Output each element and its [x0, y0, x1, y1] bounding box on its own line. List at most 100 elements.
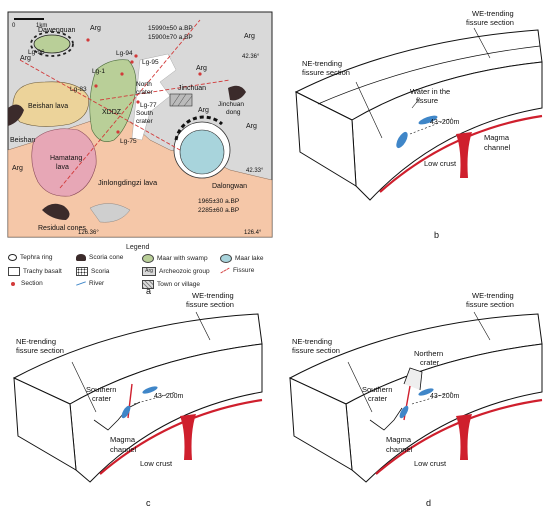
svg-text:Arg: Arg [246, 123, 257, 130]
svg-text:Arg: Arg [20, 55, 31, 62]
dalongwan-maar [173, 115, 231, 179]
section-point-icon [11, 281, 15, 286]
label-dawenquan: Dawenquan [38, 27, 75, 34]
label-lon-right: 126.4° [244, 230, 262, 236]
maar-lake-icon [220, 254, 232, 263]
svg-text:0: 0 [12, 23, 16, 29]
panel-b-magma-channel [456, 132, 472, 178]
legend-fissure: Fissure [220, 267, 254, 274]
scoria-cone-jinchuan [228, 85, 246, 101]
panel-c-block-side [13, 377, 77, 471]
panel-d-south-crater [369, 407, 403, 431]
label-lat-top: 42.36° [242, 54, 260, 60]
svg-text:43~200m: 43~200m [430, 119, 460, 126]
panel-b-block-side [295, 91, 357, 187]
scoria-icon [76, 267, 88, 276]
label-jinchuan: Jinchuan [178, 85, 206, 92]
legend-trachy-basalt: Trachy basalt [8, 267, 62, 276]
svg-text:fissure section: fissure section [466, 300, 514, 309]
svg-text:fissure section: fissure section [466, 18, 514, 27]
label-residual-cones: Residual cones [38, 225, 86, 232]
svg-text:crater: crater [368, 394, 388, 403]
scoria-cone-beishan [8, 104, 24, 126]
label-lat-mid: 42.33° [246, 168, 264, 174]
legend-title: Legend [126, 244, 150, 251]
legend-scoria-cone: Scoria cone [76, 254, 123, 261]
label-beishan-lava: Beishan lava [28, 103, 68, 110]
svg-text:channel: channel [386, 445, 413, 454]
panel-letter-d: d [426, 498, 431, 508]
label-lg1: Lg-1 [92, 68, 105, 75]
svg-text:WE-trending: WE-trending [472, 9, 514, 18]
label-south-crater-1: South [136, 110, 153, 117]
panel-letter-c: c [146, 498, 151, 508]
fissure-lines [19, 19, 231, 189]
svg-text:Low crust: Low crust [140, 459, 173, 468]
label-north-crater-1: North [136, 81, 152, 88]
panel-c-section: NE-trending fissure section WE-trending … [12, 291, 263, 483]
label-beishan: Beishan [10, 137, 35, 144]
panel-d-magma-channel [456, 414, 472, 460]
svg-text:Arg: Arg [198, 107, 209, 114]
svg-text:fissure section: fissure section [186, 300, 234, 309]
archeozoic-icon: Arg [142, 267, 156, 276]
svg-text:Magma: Magma [386, 435, 412, 444]
panel-d-section: NE-trending fissure section WE-trending … [288, 291, 543, 483]
panel-b-magma-band [379, 114, 543, 193]
label-lg83: Lg-83 [70, 86, 87, 93]
hamatang-lava-area [31, 128, 97, 197]
svg-text:43~200m: 43~200m [430, 393, 460, 400]
svg-text:fissure section: fissure section [302, 68, 350, 77]
svg-text:Arg: Arg [244, 33, 255, 40]
svg-text:crater: crater [420, 358, 440, 367]
panel-b-water-1 [396, 131, 408, 149]
svg-text:WE-trending: WE-trending [472, 291, 514, 300]
svg-text:fissure section: fissure section [292, 346, 340, 355]
panel-d-magma-band [375, 398, 543, 475]
svg-text:fissure section: fissure section [16, 346, 64, 355]
panel-c-magma-band [99, 398, 263, 475]
label-xddz: XDDZ [102, 109, 122, 116]
scoria-cone-icon [76, 254, 86, 261]
label-lg96: Lg-96 [28, 49, 45, 56]
section-points [86, 38, 202, 134]
svg-text:Low crust: Low crust [424, 159, 457, 168]
panel-c-block-face [69, 343, 263, 483]
dawenquan-maar [30, 31, 74, 57]
svg-text:Water in the: Water in the [410, 87, 450, 96]
label-date-north-b: 15900±70 a.BP [148, 34, 193, 41]
label-lg75: Lg-75 [120, 138, 137, 145]
arg-labels: Arg Arg Arg Arg Arg Arg Arg [12, 25, 257, 172]
panel-c-crater [93, 401, 141, 431]
panel-b-section: NE-trending fissure section WE-trending … [294, 9, 543, 201]
legend-tephra-ring: Tephra ring [8, 254, 53, 261]
label-lg95: Lg-95 [142, 59, 159, 66]
scale-bar: 0 1km [12, 18, 47, 29]
label-date-south-a: 1965±30 a.BP [198, 198, 239, 205]
panel-letter-a: a [146, 286, 151, 296]
svg-text:Magma: Magma [484, 133, 510, 142]
label-jinchuan-dong-1: Jinchuan [218, 101, 244, 108]
legend-town: Town or village [142, 280, 200, 289]
svg-text:Magma: Magma [110, 435, 136, 444]
svg-text:Low crust: Low crust [414, 459, 447, 468]
legend-maar-swamp: Maar with swamp [142, 254, 208, 263]
svg-text:Arg: Arg [90, 25, 101, 32]
label-jinlongdingzi: Jinlongdingzi lava [98, 178, 158, 187]
panel-d-north-crater [403, 367, 423, 391]
label-jinchuan-dong-2: dong [226, 109, 241, 116]
beishan-lava-area [12, 81, 89, 127]
panel-d-block-side [289, 377, 353, 471]
label-south-crater-2: crater [136, 118, 153, 125]
svg-text:NE-trending: NE-trending [16, 337, 56, 346]
river-icon [76, 281, 86, 286]
panel-letter-b: b [434, 230, 439, 240]
svg-text:channel: channel [110, 445, 137, 454]
legend-section: Section [8, 280, 43, 287]
svg-text:fissure: fissure [416, 96, 438, 105]
trachy-basalt-icon [8, 267, 20, 276]
panel-b-water-2 [418, 115, 438, 125]
town-village-icon [142, 280, 154, 289]
scoria-cone-south [42, 203, 70, 220]
